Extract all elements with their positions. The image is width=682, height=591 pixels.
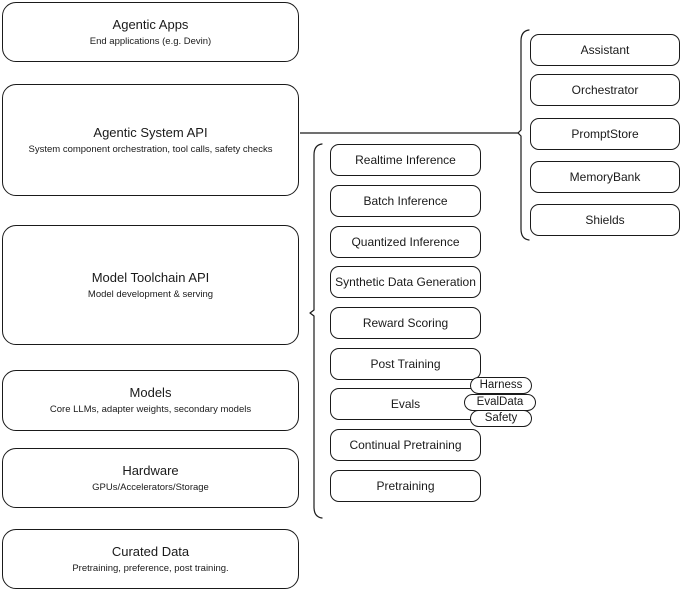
component-shields[interactable]: Shields bbox=[530, 204, 680, 236]
layer-title: Model Toolchain API bbox=[91, 269, 210, 285]
component-label: Shields bbox=[585, 213, 625, 227]
component-label: MemoryBank bbox=[569, 170, 641, 184]
layer-agentic-system-api[interactable]: Agentic System API System component orch… bbox=[2, 84, 299, 196]
layer-subtitle: Pretraining, preference, post training. bbox=[72, 562, 229, 574]
eval-pill-evaldata[interactable]: EvalData bbox=[464, 394, 536, 411]
layer-title: Agentic System API bbox=[93, 124, 208, 140]
layer-title: Curated Data bbox=[111, 543, 190, 559]
eval-pill-harness[interactable]: Harness bbox=[470, 377, 532, 394]
capability-synthetic-data-generation[interactable]: Synthetic Data Generation bbox=[330, 266, 481, 298]
component-promptstore[interactable]: PromptStore bbox=[530, 118, 680, 150]
component-label: PromptStore bbox=[571, 127, 639, 141]
layer-curated-data[interactable]: Curated Data Pretraining, preference, po… bbox=[2, 529, 299, 589]
eval-pill-label: Safety bbox=[484, 412, 518, 424]
capability-label: Pretraining bbox=[376, 479, 435, 493]
capability-label: Batch Inference bbox=[363, 194, 448, 208]
component-assistant[interactable]: Assistant bbox=[530, 34, 680, 66]
component-label: Assistant bbox=[580, 43, 630, 57]
layer-title: Models bbox=[129, 385, 172, 400]
capability-evals[interactable]: Evals bbox=[330, 388, 481, 420]
layer-agentic-apps[interactable]: Agentic Apps End applications (e.g. Devi… bbox=[2, 2, 299, 62]
layer-subtitle: End applications (e.g. Devin) bbox=[89, 35, 212, 47]
layer-hardware[interactable]: Hardware GPUs/Accelerators/Storage bbox=[2, 448, 299, 508]
capability-continual-pretraining[interactable]: Continual Pretraining bbox=[330, 429, 481, 461]
layer-title: Hardware bbox=[122, 462, 179, 478]
component-orchestrator[interactable]: Orchestrator bbox=[530, 74, 680, 106]
layer-subtitle: GPUs/Accelerators/Storage bbox=[92, 481, 209, 493]
capability-label: Post Training bbox=[370, 357, 441, 371]
system-components-brace bbox=[517, 29, 530, 241]
capability-label: Quantized Inference bbox=[351, 235, 460, 249]
capability-label: Realtime Inference bbox=[355, 153, 456, 167]
layer-title: Agentic Apps bbox=[112, 16, 189, 32]
eval-pill-label: Harness bbox=[479, 379, 523, 391]
component-memorybank[interactable]: MemoryBank bbox=[530, 161, 680, 193]
layer-models[interactable]: Models Core LLMs, adapter weights, secon… bbox=[2, 370, 299, 431]
capability-label: Evals bbox=[390, 397, 421, 411]
toolchain-capabilities-brace bbox=[309, 143, 323, 519]
layer-subtitle: System component orchestration, tool cal… bbox=[28, 143, 273, 155]
eval-pill-label: EvalData bbox=[476, 396, 524, 408]
capability-reward-scoring[interactable]: Reward Scoring bbox=[330, 307, 481, 339]
layer-subtitle: Core LLMs, adapter weights, secondary mo… bbox=[49, 404, 252, 415]
capability-pretraining[interactable]: Pretraining bbox=[330, 470, 481, 502]
layer-model-toolchain-api[interactable]: Model Toolchain API Model development & … bbox=[2, 225, 299, 345]
capability-quantized-inference[interactable]: Quantized Inference bbox=[330, 226, 481, 258]
capability-post-training[interactable]: Post Training bbox=[330, 348, 481, 380]
layer-subtitle: Model development & serving bbox=[87, 288, 214, 300]
capability-batch-inference[interactable]: Batch Inference bbox=[330, 185, 481, 217]
capability-label: Synthetic Data Generation bbox=[335, 275, 476, 289]
capability-realtime-inference[interactable]: Realtime Inference bbox=[330, 144, 481, 176]
eval-pill-safety[interactable]: Safety bbox=[470, 410, 532, 427]
capability-label: Continual Pretraining bbox=[349, 438, 462, 452]
capability-label: Reward Scoring bbox=[362, 316, 449, 330]
component-label: Orchestrator bbox=[571, 83, 639, 97]
